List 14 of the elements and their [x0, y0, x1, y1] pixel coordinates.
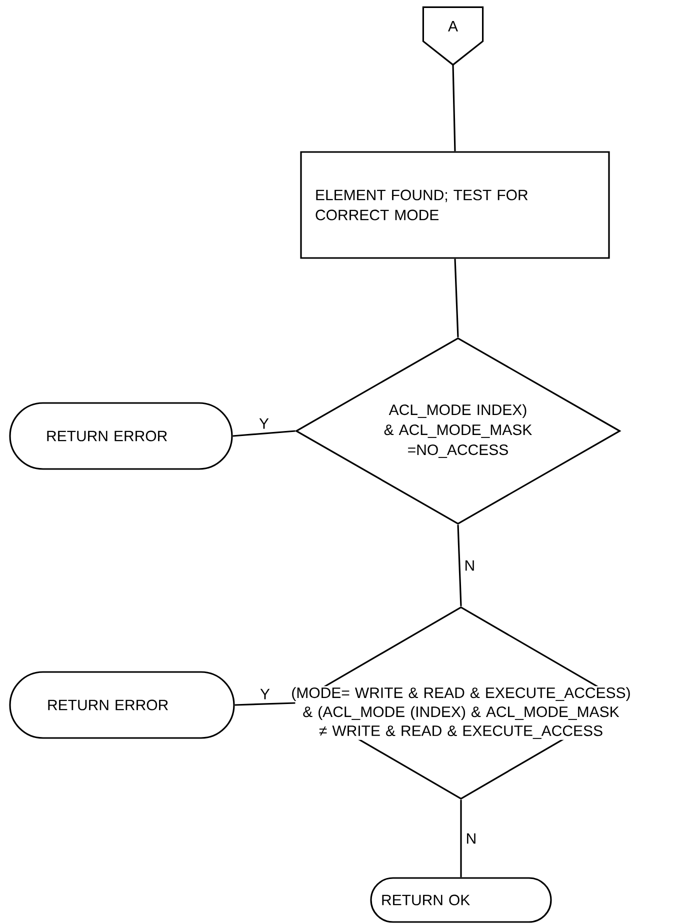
flow-line — [452, 64, 456, 152]
flow-line — [457, 524, 462, 606]
terminal-box: RETURN ERROR — [9, 671, 235, 739]
edge-label: Y — [260, 688, 270, 700]
flow-line — [234, 702, 296, 706]
edge-label: N — [466, 560, 474, 571]
terminal-box: RETURN ERROR — [9, 402, 233, 470]
edge-label: N — [467, 833, 476, 844]
flow-line — [454, 258, 459, 338]
edge-label: Y — [259, 418, 269, 429]
terminal-box: RETURN OK — [370, 877, 552, 923]
flow-line — [460, 800, 462, 878]
process-box: ELEMENT FOUND; TEST FOR CORRECT MODE — [300, 151, 610, 259]
flow-line — [232, 430, 296, 437]
